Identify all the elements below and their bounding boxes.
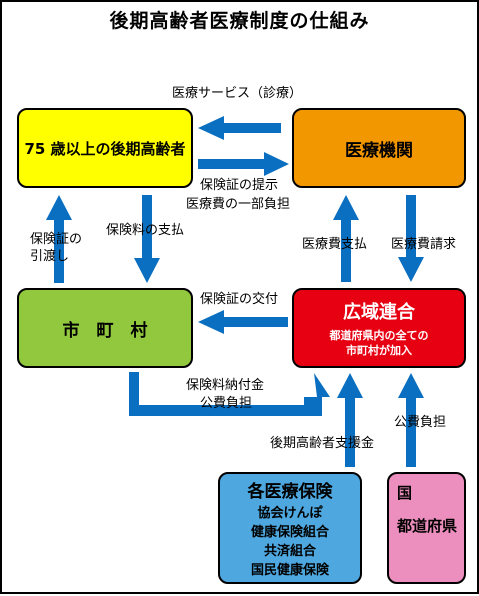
label-card-handover-1: 保険証の <box>30 232 83 247</box>
box-elderly-label: 75 歳以上の後期高齢者 <box>24 139 186 158</box>
label-cost-share: 医療費の一部負担 <box>186 197 291 212</box>
label-medical-service: 医療サービス（診療） <box>172 86 303 101</box>
insurer-item: 協会けんぽ <box>257 505 323 521</box>
arrow-support-fund <box>337 373 363 467</box>
box-government-line1: 国 <box>397 484 413 502</box>
label-premium-remit: 保険料納付金 <box>186 378 265 393</box>
box-medical-label: 医療機関 <box>345 140 413 161</box>
label-card-show: 保険証の提示 <box>200 178 279 193</box>
label-card-handover-2: 引渡し <box>30 249 70 264</box>
arrow-cost-claim <box>398 195 424 282</box>
arrow-medical-service <box>198 116 281 140</box>
arrow-card-show <box>198 152 289 176</box>
box-municipality: 市 町 村 <box>17 288 193 368</box>
box-kouiki-note-2: 市町村が加入 <box>346 344 412 357</box>
box-kouiki-note-1: 都道府県内の全ての <box>329 329 429 342</box>
label-cost-claim: 医療費請求 <box>391 237 457 252</box>
box-medical-insurers: 各医療保険 協会けんぽ 健康保険組合 共済組合 国民健康保険 <box>218 472 362 584</box>
box-government-line2: 都道府県 <box>397 517 458 535</box>
box-kouiki-label: 広域連合 <box>343 302 415 323</box>
box-medical-institution: 医療機関 <box>292 108 466 188</box>
box-government: 国 都道府県 <box>387 472 466 584</box>
box-insurers-title: 各医療保険 <box>247 481 333 502</box>
insurer-item: 共済組合 <box>263 543 316 559</box>
arrow-cost-payment <box>333 195 359 282</box>
arrow-premium-payment <box>134 195 160 283</box>
box-elderly: 75 歳以上の後期高齢者 <box>17 108 193 188</box>
label-public-burden: 公費負担 <box>394 415 447 430</box>
label-premium-payment: 保険料の支払 <box>106 223 185 238</box>
label-cost-payment: 医療費支払 <box>302 237 368 252</box>
box-kouiki-rengo: 広域連合 都道府県内の全ての 市町村が加入 <box>292 288 466 368</box>
arrow-premium-remit <box>129 372 330 416</box>
insurer-item: 健康保険組合 <box>250 524 329 540</box>
arrow-card-handover <box>46 195 72 283</box>
label-public-burden-remit: 公費負担 <box>200 396 253 411</box>
insurer-item: 国民健康保険 <box>250 562 329 578</box>
label-support-fund: 後期高齢者支援金 <box>270 436 375 451</box>
label-card-issue: 保険証の交付 <box>200 292 279 307</box>
arrow-card-issue <box>198 310 288 334</box>
arrow-public-burden <box>398 373 424 467</box>
box-municipality-label: 市 町 村 <box>62 320 148 341</box>
diagram-title: 後期高齢者医療制度の仕組み <box>109 10 370 32</box>
